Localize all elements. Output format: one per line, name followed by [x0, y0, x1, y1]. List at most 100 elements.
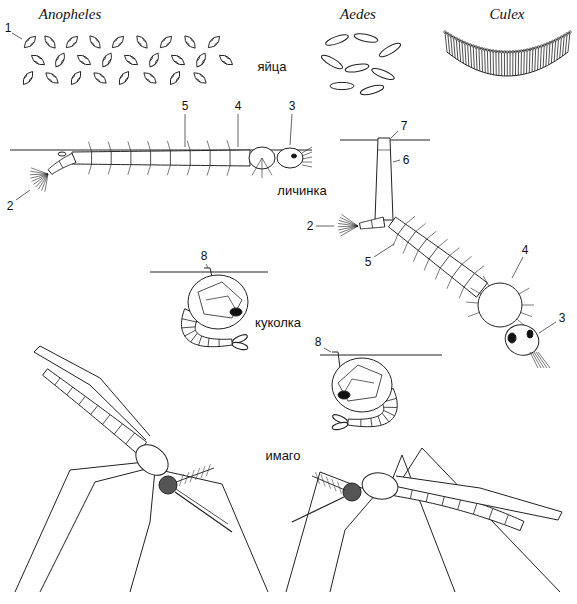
anopheles-egg [44, 70, 61, 86]
line-stroke [543, 45, 544, 68]
line-stroke [334, 485, 336, 491]
line-stroke [398, 224, 406, 234]
anopheles-egg [92, 70, 109, 86]
anopheles-egg [21, 69, 36, 86]
outline [330, 494, 376, 592]
line-stroke [175, 492, 232, 532]
line-stroke [429, 247, 438, 259]
outline [390, 448, 560, 592]
leader-line [316, 226, 334, 227]
outline [338, 365, 382, 401]
line-stroke [466, 302, 478, 303]
line-stroke [302, 165, 312, 167]
line-stroke [470, 45, 471, 68]
line-stroke [91, 405, 98, 414]
line-stroke [448, 34, 450, 54]
line-stroke [176, 489, 228, 524]
oval-shape [292, 154, 297, 158]
callout-number: 4 [522, 244, 529, 256]
outline [34, 346, 150, 440]
anopheles-egg [69, 69, 84, 86]
callout-number: 3 [289, 100, 296, 112]
line-stroke [36, 174, 48, 187]
line-stroke [526, 50, 528, 74]
line-stroke [378, 150, 390, 151]
line-stroke [549, 43, 550, 65]
line-stroke [206, 470, 208, 476]
leader-line [238, 114, 239, 147]
anopheles-egg [75, 53, 92, 68]
line-stroke [128, 141, 131, 151]
line-stroke [187, 165, 190, 175]
line-stroke [484, 49, 486, 72]
body-segments [360, 217, 385, 229]
line-stroke [55, 378, 60, 385]
line-stroke [534, 352, 544, 368]
stage-name: куколка [255, 316, 301, 329]
callout-number: 6 [403, 154, 410, 166]
line-stroke [170, 151, 171, 165]
leader-line [16, 190, 30, 200]
line-stroke [190, 151, 191, 166]
line-stroke [495, 51, 496, 75]
oval-shape [501, 320, 543, 360]
outline [160, 470, 268, 592]
outline [40, 468, 150, 592]
body-segments [48, 153, 76, 174]
oval-shape [324, 33, 349, 48]
line-stroke [148, 165, 151, 175]
line-stroke [453, 37, 455, 58]
line-stroke [468, 44, 469, 66]
line-stroke [316, 472, 318, 478]
line-stroke [89, 142, 92, 152]
line-stroke [445, 32, 447, 52]
line-stroke [327, 477, 329, 483]
line-stroke [179, 480, 181, 486]
line-stroke [302, 162, 312, 163]
leader-line [393, 160, 400, 162]
oval-shape [331, 421, 348, 431]
line-stroke [523, 51, 525, 75]
line-stroke [148, 141, 151, 151]
line-stroke [519, 288, 529, 294]
anopheles-egg [29, 53, 46, 68]
anopheles-egg [217, 53, 234, 68]
line-stroke [230, 150, 231, 166]
anopheles-egg [42, 34, 58, 51]
anopheles-egg [147, 51, 161, 68]
anopheles-egg [64, 34, 80, 50]
line-stroke [207, 166, 210, 176]
outline [394, 476, 562, 520]
line-stroke [150, 151, 151, 165]
line-stroke [521, 51, 522, 75]
leader-line [374, 244, 394, 257]
line-stroke [111, 152, 112, 165]
line-stroke [522, 305, 534, 306]
anopheles-adult [15, 346, 268, 592]
culex-pupa [320, 352, 442, 431]
line-stroke [476, 47, 477, 70]
line-stroke [102, 415, 110, 425]
eggs [21, 31, 572, 97]
outline [198, 282, 242, 318]
line-stroke [504, 52, 505, 76]
line-stroke [493, 51, 494, 75]
callout-number: 8 [315, 336, 322, 348]
oval-shape [508, 333, 516, 343]
line-stroke [302, 147, 312, 153]
line-stroke [512, 52, 513, 76]
anopheles-egg [100, 51, 114, 68]
line-stroke [532, 49, 534, 72]
oval-shape [58, 152, 66, 156]
line-stroke [292, 497, 344, 522]
line-stroke [560, 37, 562, 58]
outline [130, 470, 155, 592]
line-stroke [128, 165, 131, 175]
line-stroke [332, 479, 334, 485]
leader-line [12, 33, 22, 39]
callout-number: 4 [235, 100, 242, 112]
line-stroke [408, 231, 416, 242]
line-stroke [536, 352, 547, 368]
leader-line [324, 348, 331, 352]
stage-name: имаго [265, 449, 300, 462]
